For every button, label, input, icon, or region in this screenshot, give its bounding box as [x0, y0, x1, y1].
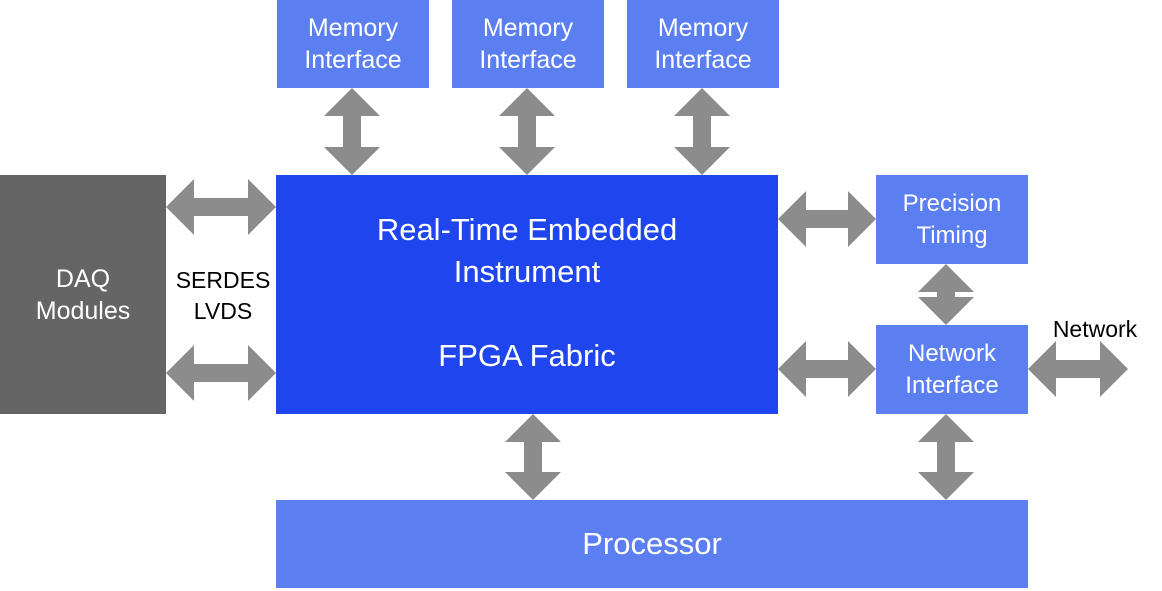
- memory-interface-label-line2: Interface: [479, 46, 577, 74]
- memory-interface-label-line1: Memory: [482, 14, 574, 42]
- timing-network-arrow-icon: [918, 264, 974, 325]
- memory-interface-label-line1: Memory: [307, 14, 399, 42]
- serdes-label: SERDES: [175, 267, 271, 293]
- daq-fpga-upper-arrow-icon: [166, 179, 276, 235]
- network-interface-block: Network Interface: [876, 325, 1028, 414]
- precision-timing-block: Precision Timing: [876, 175, 1028, 264]
- fpga-timing-arrow-icon: [778, 191, 876, 247]
- memory-interface-label-line2: Interface: [654, 46, 752, 74]
- daq-fpga-lower-arrow-icon: [166, 345, 276, 401]
- lvds-label: LVDS: [193, 298, 253, 324]
- network-interface-label-line1: Network: [907, 339, 997, 367]
- memory2-fpga-arrow-icon: [499, 88, 555, 175]
- memory-interface-block-1: Memory Interface: [277, 0, 429, 88]
- fpga-fabric-block: Real-Time Embedded Instrument FPGA Fabri…: [276, 175, 778, 414]
- fpga-title-line2: Instrument: [453, 254, 601, 289]
- memory3-fpga-arrow-icon: [674, 88, 730, 175]
- fpga-processor-arrow-icon: [505, 414, 561, 500]
- network-external-arrow-icon: [1028, 341, 1128, 397]
- memory1-fpga-arrow-icon: [324, 88, 380, 175]
- network-label: Network: [1052, 316, 1138, 342]
- memory-interface-block-2: Memory Interface: [452, 0, 604, 88]
- network-processor-arrow-icon: [918, 414, 974, 500]
- precision-timing-label-line2: Timing: [916, 221, 988, 249]
- fpga-fabric-label: FPGA Fabric: [438, 338, 616, 373]
- precision-timing-label-line1: Precision: [902, 189, 1002, 217]
- processor-label: Processor: [582, 526, 722, 561]
- memory-interface-block-3: Memory Interface: [627, 0, 779, 88]
- fpga-title-line1: Real-Time Embedded: [376, 212, 678, 247]
- daq-label-line1: DAQ: [55, 264, 111, 293]
- network-interface-label-line2: Interface: [905, 371, 999, 399]
- memory-interface-label-line2: Interface: [304, 46, 402, 74]
- processor-block: Processor: [276, 500, 1028, 588]
- fpga-network-arrow-icon: [778, 341, 876, 397]
- daq-modules-block: DAQ Modules: [0, 175, 166, 414]
- daq-label-line2: Modules: [35, 296, 131, 325]
- memory-interface-label-line1: Memory: [657, 14, 749, 42]
- serdes-lvds-label: SERDES LVDS: [170, 265, 276, 327]
